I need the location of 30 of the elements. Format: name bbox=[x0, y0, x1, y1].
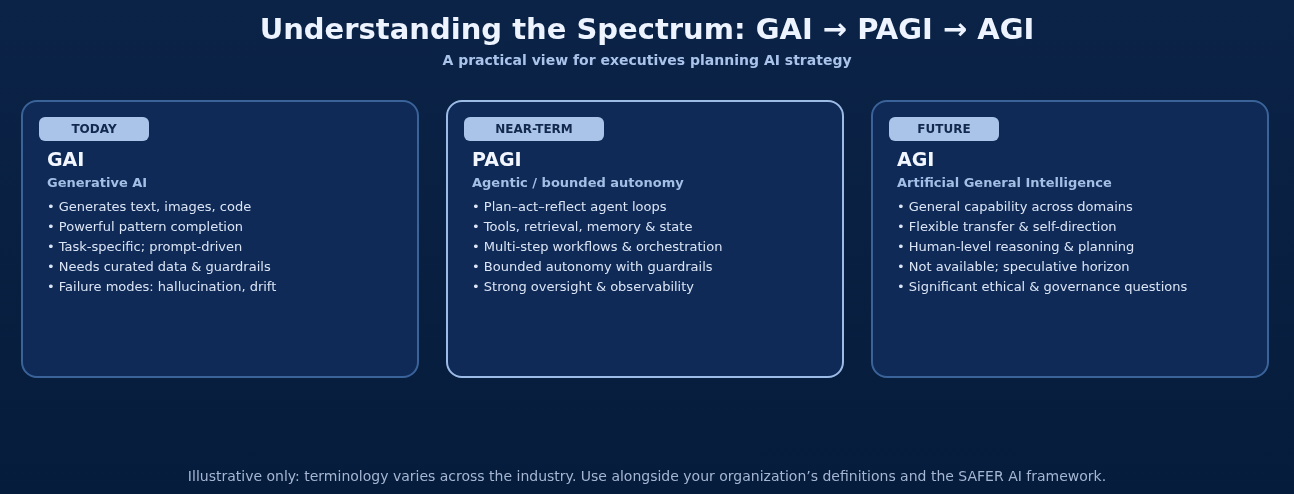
bullet-item: • Human-level reasoning & planning bbox=[897, 239, 1135, 254]
bullet-item: • Strong oversight & observability bbox=[472, 279, 694, 294]
stage-heading: PAGI bbox=[472, 148, 522, 170]
bullet-item: • Bounded autonomy with guardrails bbox=[472, 259, 713, 274]
bullet-item: • Task-specific; prompt-driven bbox=[47, 239, 243, 254]
bullet-item: • Plan–act–reflect agent loops bbox=[472, 199, 667, 214]
bullet-item: • Powerful pattern completion bbox=[47, 219, 244, 234]
stage-tag: NEAR-TERM bbox=[464, 117, 604, 141]
stage-tag: TODAY bbox=[39, 117, 149, 141]
stage-card bbox=[871, 100, 1269, 378]
stage-tag: FUTURE bbox=[889, 117, 999, 141]
bullet-item: • Multi-step workflows & orchestration bbox=[472, 239, 723, 254]
bullet-item: • Generates text, images, code bbox=[47, 199, 252, 214]
stage-card bbox=[446, 100, 844, 378]
subtitle: A practical view for executives planning AI strategy bbox=[442, 52, 852, 68]
bullet-item: • Flexible transfer & self-direction bbox=[897, 219, 1117, 234]
bullet-item: • Needs curated data & guardrails bbox=[47, 259, 271, 274]
bullet-item: • Tools, retrieval, memory & state bbox=[472, 219, 693, 234]
bullet-item: • Failure modes: hallucination, drift bbox=[47, 279, 277, 294]
footnote: Illustrative only: terminology varies across the industry. Use alongside your organization’s definitions and the SAFER AI framework. bbox=[187, 468, 1107, 484]
stage-subtitle: Agentic / bounded autonomy bbox=[472, 175, 684, 190]
title: Understanding the Spectrum: GAI → PAGI → AGI bbox=[259, 12, 1035, 46]
stage-heading: GAI bbox=[47, 148, 85, 170]
bullet-item: • Not available; speculative horizon bbox=[897, 259, 1130, 274]
stage-heading: AGI bbox=[897, 148, 935, 170]
stage-subtitle: Artificial General Intelligence bbox=[897, 175, 1112, 190]
bullet-item: • Significant ethical & governance questions bbox=[897, 279, 1188, 294]
stage-card bbox=[21, 100, 419, 378]
bullet-item: • General capability across domains bbox=[897, 199, 1133, 214]
stage-subtitle: Generative AI bbox=[47, 175, 148, 190]
